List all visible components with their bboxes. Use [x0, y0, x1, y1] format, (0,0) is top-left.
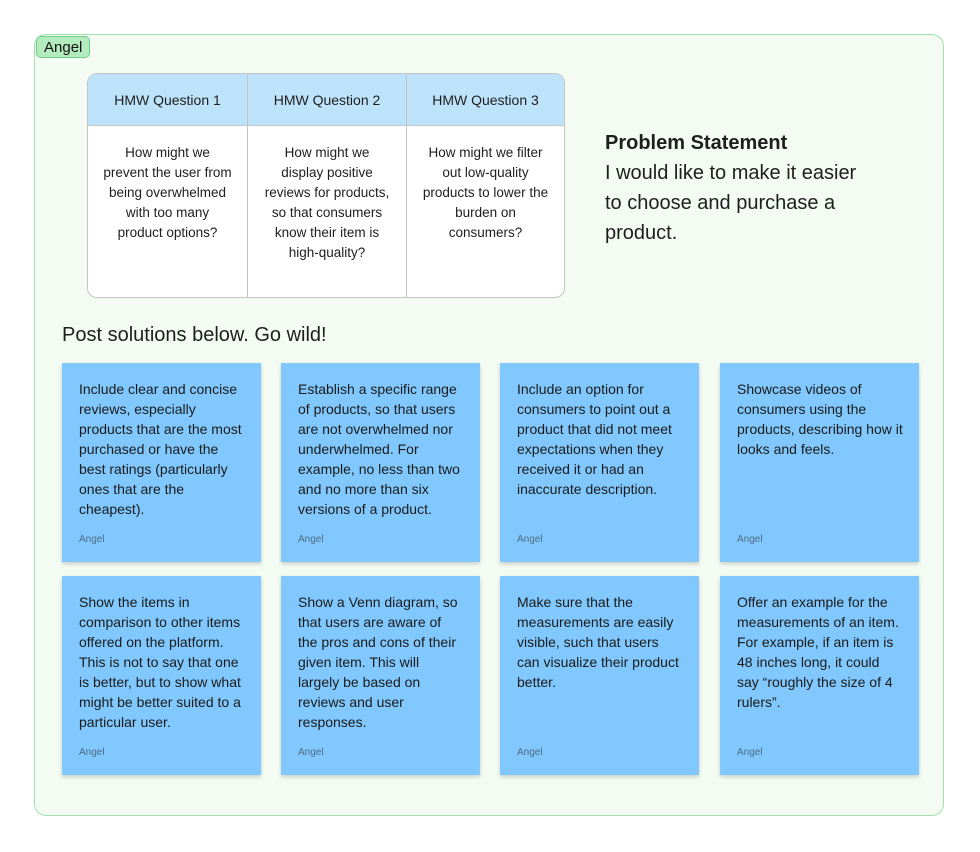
hmw-question-3[interactable]: How might we filter out low-quality prod… [406, 126, 564, 297]
hmw-question-1[interactable]: How might we prevent the user from being… [103, 145, 232, 240]
hmw-table[interactable]: HMW Question 1 HMW Question 2 HMW Questi… [87, 73, 565, 298]
hmw-header-2: HMW Question 2 [247, 74, 406, 126]
sticky-note[interactable]: Include clear and concise reviews, espec… [62, 363, 261, 562]
sticky-note-text: Show a Venn diagram, so that users are a… [298, 594, 458, 730]
sticky-note[interactable]: Establish a specific range of products, … [281, 363, 480, 562]
sticky-note-author: Angel [517, 534, 543, 545]
sticky-note-text: Include an option for consumers to point… [517, 381, 672, 497]
section-label[interactable]: Angel [36, 36, 91, 58]
sticky-note-author: Angel [79, 534, 105, 545]
sticky-note[interactable]: Show a Venn diagram, so that users are a… [281, 576, 480, 775]
problem-statement-text: I would like to make it easier to choose… [605, 162, 857, 244]
sticky-note-text: Include clear and concise reviews, espec… [79, 381, 242, 517]
problem-statement-title: Problem Statement [605, 132, 788, 154]
sticky-note-text: Make sure that the measurements are easi… [517, 594, 679, 690]
solutions-prompt[interactable]: Post solutions below. Go wild! [62, 324, 327, 346]
hmw-header-3: HMW Question 3 [406, 74, 564, 126]
sticky-note[interactable]: Show the items in comparison to other it… [62, 576, 261, 775]
sticky-note-author: Angel [737, 534, 763, 545]
problem-statement[interactable]: Problem Statement I would like to make i… [605, 128, 865, 248]
sticky-note-author: Angel [737, 747, 763, 758]
sticky-note[interactable]: Showcase videos of consumers using the p… [720, 363, 919, 562]
sticky-note-author: Angel [298, 747, 324, 758]
hmw-question-2[interactable]: How might we display positive reviews fo… [247, 126, 406, 297]
sticky-note-text: Establish a specific range of products, … [298, 381, 460, 517]
hmw-header-1: HMW Question 1 [88, 74, 247, 126]
sticky-note-text: Show the items in comparison to other it… [79, 594, 241, 730]
sticky-note-author: Angel [517, 747, 543, 758]
sticky-note[interactable]: Include an option for consumers to point… [500, 363, 699, 562]
sticky-note-text: Showcase videos of consumers using the p… [737, 381, 903, 457]
sticky-note-text: Offer an example for the measurements of… [737, 594, 899, 710]
sticky-note-author: Angel [298, 534, 324, 545]
sticky-note[interactable]: Offer an example for the measurements of… [720, 576, 919, 775]
sticky-note-author: Angel [79, 747, 105, 758]
sticky-note[interactable]: Make sure that the measurements are easi… [500, 576, 699, 775]
